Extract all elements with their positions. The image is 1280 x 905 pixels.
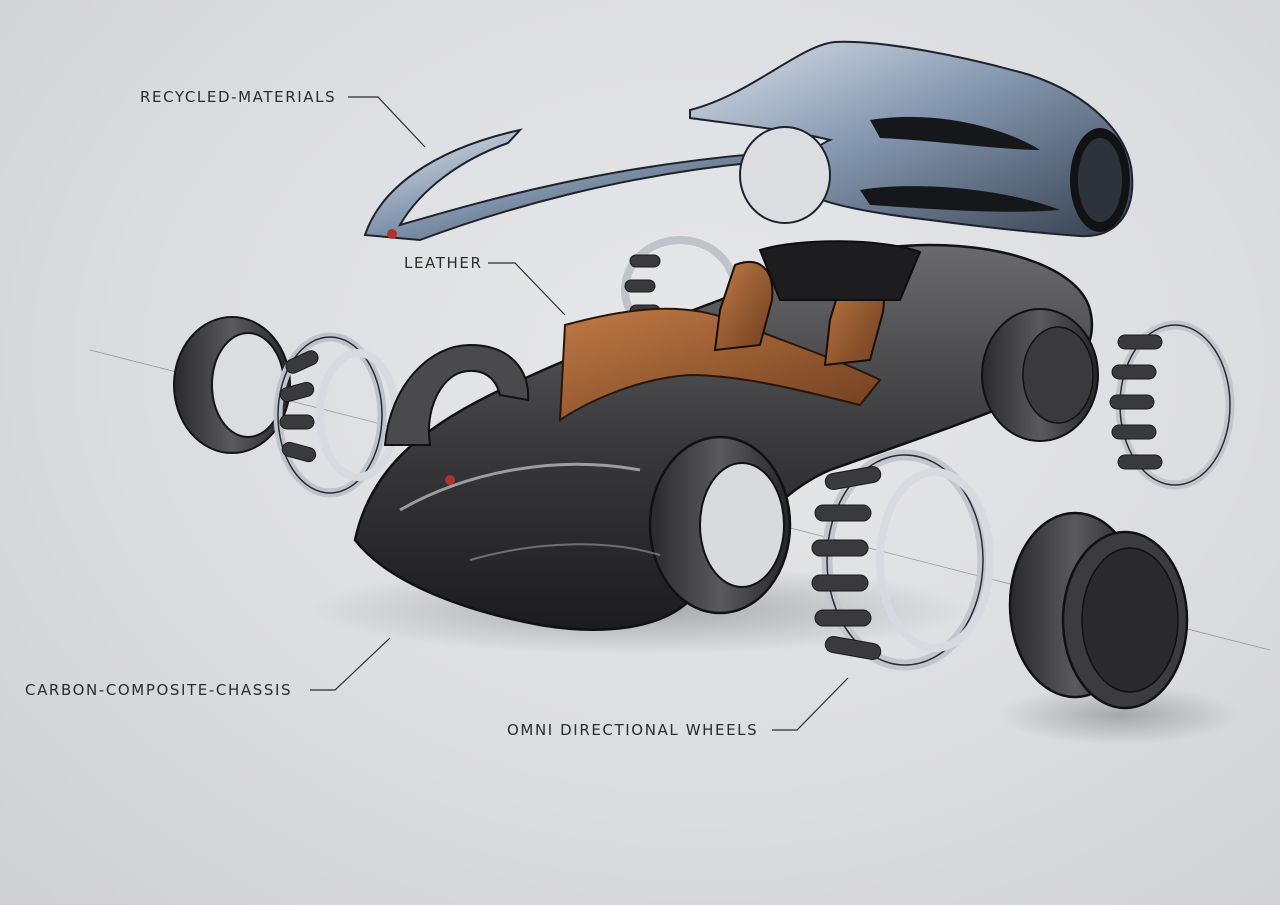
left-omni-wheel — [273, 332, 400, 498]
front-omni-wheel — [811, 449, 994, 671]
detached-rim — [1008, 511, 1189, 710]
callout-recycled-materials: RECYCLED-MATERIALS — [140, 88, 337, 106]
left-rim — [173, 316, 291, 454]
leader-leather — [488, 262, 566, 316]
right-rear-omni-wheel — [1109, 320, 1235, 490]
leader-chassis — [310, 637, 391, 691]
callout-omni-directional-wheels: OMNI DIRECTIONAL WHEELS — [507, 721, 759, 739]
tyre-shadow — [1000, 685, 1240, 745]
carbon-composite-chassis — [353, 243, 1099, 631]
callout-carbon-composite-chassis: CARBON-COMPOSITE-CHASSIS — [25, 681, 293, 699]
callout-leather: LEATHER — [404, 254, 483, 272]
leather-interior — [558, 240, 922, 422]
leader-recycled — [348, 96, 426, 148]
recycled-materials-shell — [363, 40, 1134, 242]
leader-wheels — [772, 677, 849, 731]
